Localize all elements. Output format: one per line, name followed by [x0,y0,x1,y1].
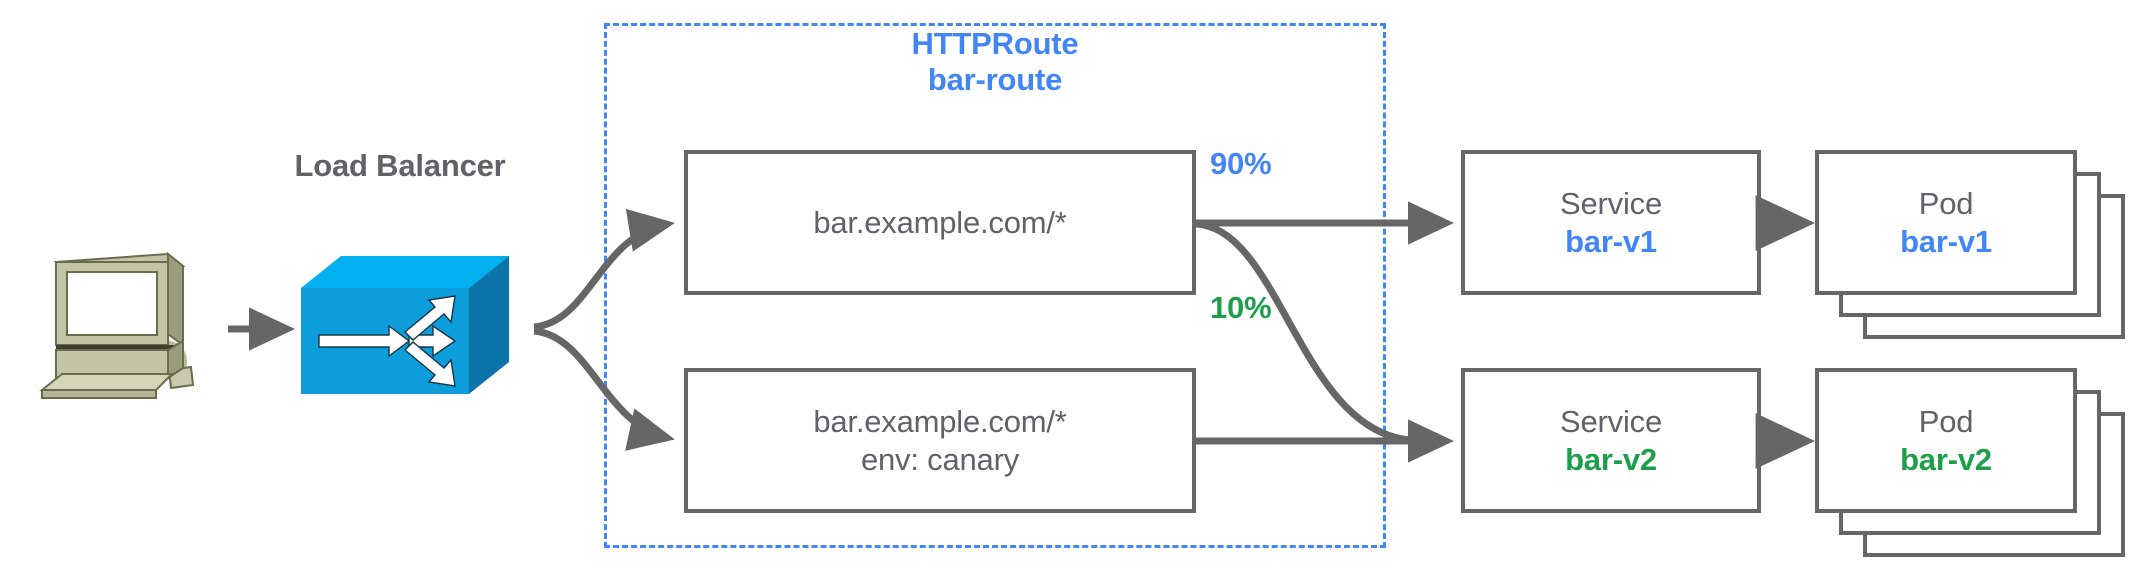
pod-replica-card-front[interactable]: Pod bar-v2 [1815,368,2077,513]
pod-replica-card-front[interactable]: Pod bar-v1 [1815,150,2077,295]
httproute-kind-label: HTTPRoute [911,26,1079,61]
service-box-bar-v1[interactable]: Service bar-v1 [1461,150,1761,295]
match-rule-box-2[interactable]: bar.example.com/* env: canary [684,368,1196,513]
match-rule-box-1[interactable]: bar.example.com/* [684,150,1196,295]
service-2-kind: Service [1560,403,1662,439]
service-1-kind: Service [1560,185,1662,221]
httproute-name-label: bar-route [927,61,1063,97]
service-2-name: bar-v2 [1565,441,1657,477]
pod-stack-bar-v2[interactable]: Pod bar-v2 [1815,368,2135,558]
load-balancer-switch-icon [301,256,509,394]
match-rule-2-header: env: canary [860,441,1020,477]
service-box-bar-v2[interactable]: Service bar-v2 [1461,368,1761,513]
weight-label-90: 90% [1210,146,1272,181]
pod-stack-bar-v1[interactable]: Pod bar-v1 [1815,150,2135,340]
load-balancer-label: Load Balancer [294,148,506,183]
weight-label-10: 10% [1210,290,1272,325]
pod-1-name: bar-v1 [1900,223,1992,259]
match-rule-2-hostname: bar.example.com/* [813,403,1067,439]
pod-1-kind: Pod [1918,185,1974,221]
httproute-group-title: HTTPRoute bar-route [604,26,1386,98]
match-rule-1-hostname: bar.example.com/* [813,204,1067,240]
desktop-computer-icon [39,251,195,399]
pod-2-name: bar-v2 [1900,441,1992,477]
service-1-name: bar-v1 [1565,223,1657,259]
pod-2-kind: Pod [1918,403,1974,439]
